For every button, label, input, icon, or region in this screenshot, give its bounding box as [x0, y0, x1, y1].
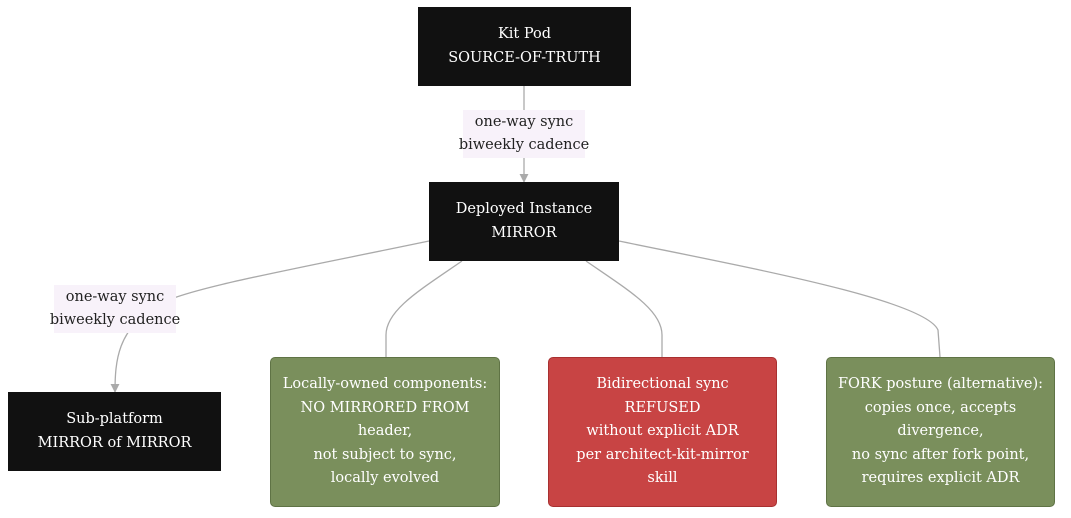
edge-deployed-to-bidirectional — [585, 260, 663, 357]
edge-label-deployed-to-sub: one-way sync biweekly cadence — [50, 285, 180, 333]
deployed-instance-title: Deployed Instance — [455, 201, 593, 217]
deployed-instance-role: MIRROR — [491, 224, 557, 241]
sub-platform-title: Sub-platform — [66, 411, 163, 427]
kit-pod-title: Kit Pod — [497, 26, 552, 42]
kit-pod-node: Kit Pod SOURCE-OF-TRUTH — [418, 7, 631, 86]
edge-deployed-to-fork — [618, 240, 941, 358]
sub-platform-node: Sub-platform MIRROR of MIRROR — [8, 392, 221, 471]
bidirectional-sync-node: Bidirectional sync REFUSED without expli… — [548, 357, 777, 507]
edge-deployed-to-locally-owned — [385, 260, 463, 357]
locally-owned-node: Locally-owned components: NO MIRRORED FR… — [270, 357, 500, 507]
edge-label-kit-to-deployed: one-way sync biweekly cadence — [459, 110, 589, 158]
fork-posture-node: FORK posture (alternative): copies once,… — [826, 357, 1055, 507]
kit-pod-role: SOURCE-OF-TRUTH — [448, 49, 601, 66]
deployed-instance-node: Deployed Instance MIRROR — [429, 182, 619, 261]
sub-platform-role: MIRROR of MIRROR — [37, 434, 192, 451]
